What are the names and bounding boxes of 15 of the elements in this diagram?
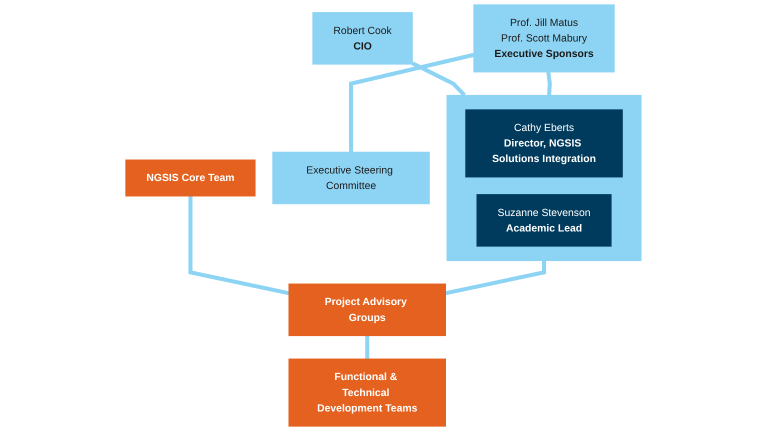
node-box: Cathy Eberts Director, NGSIS Solutions Integration	[465, 109, 623, 178]
connector	[445, 260, 546, 296]
connector	[412, 61, 466, 97]
node-box: Suzanne Stevenson Academic Lead	[476, 194, 612, 247]
connector	[546, 72, 552, 96]
node-box: Prof. Jill Matus Prof. Scott Mabury Executive Sponsors	[473, 4, 615, 72]
cluster	[446, 94, 642, 262]
node-box: NGSIS Core Team	[125, 160, 256, 196]
node-box: Project Advisory Groups	[288, 284, 446, 336]
node-box: Robert Cook CIO	[312, 12, 413, 65]
node-box: Executive Steering Committee	[272, 152, 430, 204]
connector	[188, 196, 290, 296]
node-box: Functional & Technical Development Teams	[288, 358, 446, 427]
connector	[365, 336, 370, 359]
connector	[349, 52, 474, 152]
